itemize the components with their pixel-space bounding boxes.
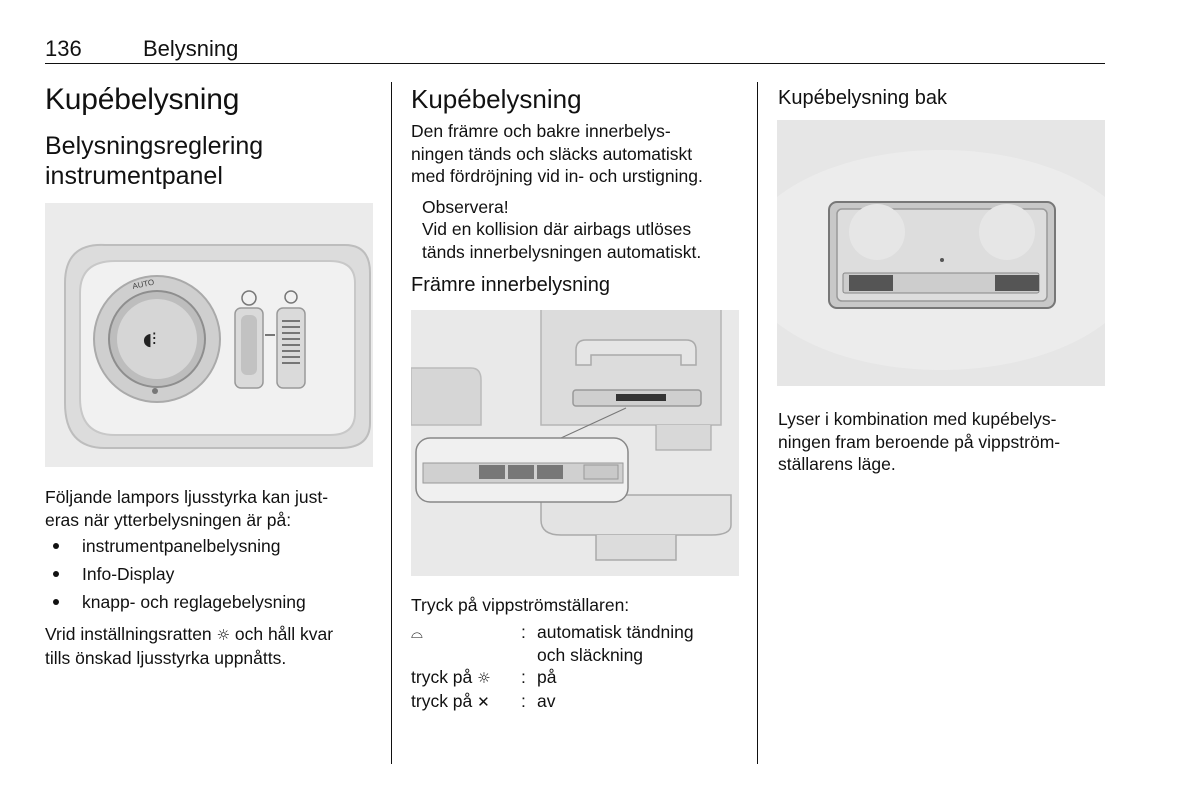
paragraph-2-text-after: och håll kvar: [234, 624, 334, 644]
header-rule: [45, 63, 1105, 64]
definition-term: tryck på ✕: [411, 690, 521, 714]
col1-subtitle-line1: Belysningsreglering: [45, 132, 264, 160]
auto-label: AUTO: [132, 278, 155, 291]
light-off-icon: ✕: [477, 692, 490, 711]
col1-title: Kupébelysning: [45, 83, 240, 116]
col2-intro-line3: med fördröjning vid in- och urstigning.: [411, 166, 703, 186]
note-line2: tänds innerbelysningen automatiskt.: [422, 241, 702, 262]
col1-paragraph-2-line2: tills önskad ljusstyrka uppnåtts.: [45, 647, 287, 668]
paragraph-2-text-before: Vrid inställningsratten: [45, 624, 212, 644]
running-header-title: Belysning: [143, 36, 239, 61]
col1-paragraph-1-line2: eras när ytterbelysningen är på:: [45, 509, 292, 530]
definition-term-text: tryck på: [411, 690, 473, 711]
col2-definition-list: ⌓ : automatisk tändning och släckning tr…: [411, 621, 751, 713]
definition-description: på: [537, 667, 557, 687]
col2-note: Observera! Vid en kollision där airbags …: [411, 196, 746, 264]
col3-text-line1: Lyser i kombination med kupébelys-: [778, 409, 1057, 429]
definition-description: automatisk tändning och släckning: [537, 621, 751, 666]
col2-section-title: Främre innerbelysning: [411, 274, 610, 296]
brightness-icon: ☼: [216, 626, 230, 644]
col3-text-line3: ställarens läge.: [778, 454, 896, 474]
svg-text:◖⫶: ◖⫶: [143, 330, 156, 350]
definition-colon: :: [521, 690, 526, 711]
figure-front-interior-light: [411, 310, 739, 576]
column-divider-1: [391, 82, 392, 764]
list-item: Info-Display: [45, 560, 380, 588]
definition-term: ⌓: [411, 621, 521, 666]
headlight-switch-illustration: ◖⫶ AUTO: [45, 203, 373, 467]
definition-colon: :: [521, 622, 526, 642]
page-number: 136: [45, 36, 82, 61]
col1-bullet-list: instrumentpanelbelysning Info-Display kn…: [45, 532, 380, 616]
list-item: knapp- och reglagebelysning: [45, 588, 380, 616]
front-interior-light-illustration: [411, 310, 739, 576]
col3-text: Lyser i kombination med kupébelys- ninge…: [778, 408, 1108, 476]
col2-instruction: Tryck på vippströmställaren:: [411, 595, 630, 615]
col1-paragraph-1-line1: Följande lampors ljusstyrka kan just-: [45, 487, 329, 507]
definition-term-text: tryck på: [411, 667, 473, 687]
list-item: instrumentpanelbelysning: [45, 532, 380, 560]
col3-text-line2: ningen fram beroende på vippström-: [778, 431, 1061, 452]
note-line1: Vid en kollision där airbags utlöses: [422, 219, 692, 239]
col1-paragraph-2: Vrid inställningsratten ☼ och håll kvar …: [45, 623, 385, 669]
col2-intro-line2: ningen tänds och släcks automatiskt: [411, 143, 693, 164]
col3-title: Kupébelysning bak: [778, 87, 948, 109]
definition-row: tryck på ✕ : av: [411, 690, 751, 714]
column-2: Kupébelysning Den främre och bakre inner…: [411, 84, 746, 297]
rear-interior-light-illustration: [777, 120, 1105, 386]
column-1: Kupébelysning Belysningsreglering instru…: [45, 83, 375, 191]
definition-term: tryck på ☼: [411, 666, 521, 690]
col1-paragraph-1: Följande lampors ljusstyrka kan just- er…: [45, 486, 380, 531]
definition-description: av: [537, 690, 556, 711]
col2-title: Kupébelysning: [411, 84, 582, 114]
definition-row: tryck på ☼ : på: [411, 666, 751, 690]
col1-paragraph-2-line1: Vrid inställningsratten ☼ och håll kvar: [45, 623, 385, 647]
definition-row: ⌓ : automatisk tändning och släckning: [411, 621, 751, 666]
door-icon: ⌓: [411, 624, 423, 642]
col2-intro-line1: Den främre och bakre innerbelys-: [411, 121, 671, 141]
column-divider-2: [757, 82, 758, 764]
figure-rear-interior-light: [777, 120, 1105, 386]
figure-headlight-switch: ◖⫶ AUTO: [45, 203, 373, 467]
note-title: Observera!: [422, 196, 509, 217]
col1-subtitle: Belysningsreglering instrumentpanel: [45, 131, 375, 191]
col2-intro: Den främre och bakre innerbelys- ningen …: [411, 120, 746, 188]
col1-subtitle-line2: instrumentpanel: [45, 162, 223, 190]
light-on-icon: ☼: [477, 669, 491, 687]
definition-description-line1: automatisk tändning: [537, 622, 694, 642]
definition-colon: :: [521, 667, 526, 687]
definition-description-line2: och släckning: [537, 644, 644, 665]
